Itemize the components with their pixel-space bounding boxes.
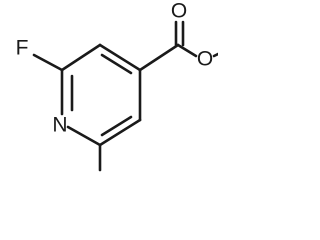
bond-c2-f: [32, 53, 64, 72]
ring-bond-c6-n1: [66, 125, 102, 147]
atom-label-carbonyl-oxygen: O: [171, 0, 187, 23]
ring-double-bond-c3-c4: [100, 53, 133, 75]
ring-double-bond-c5-c6: [100, 115, 133, 137]
atom-label-fluorine: F: [16, 37, 29, 60]
bond-ester-o-methyl: [212, 52, 218, 58]
bond-carbonyl-c-ester-o: [176, 43, 198, 58]
ring-bond-c3-c4: [98, 43, 142, 72]
atom-label-ester-oxygen: O: [197, 48, 213, 71]
ring-bond-c2-c3: [60, 43, 102, 72]
atom-label-ring-nitrogen: N: [52, 114, 67, 137]
ring-bond-c5-c6: [98, 118, 142, 147]
chemical-structure: F N O O: [16, 0, 218, 172]
bond-c4-carbonyl: [138, 43, 180, 72]
